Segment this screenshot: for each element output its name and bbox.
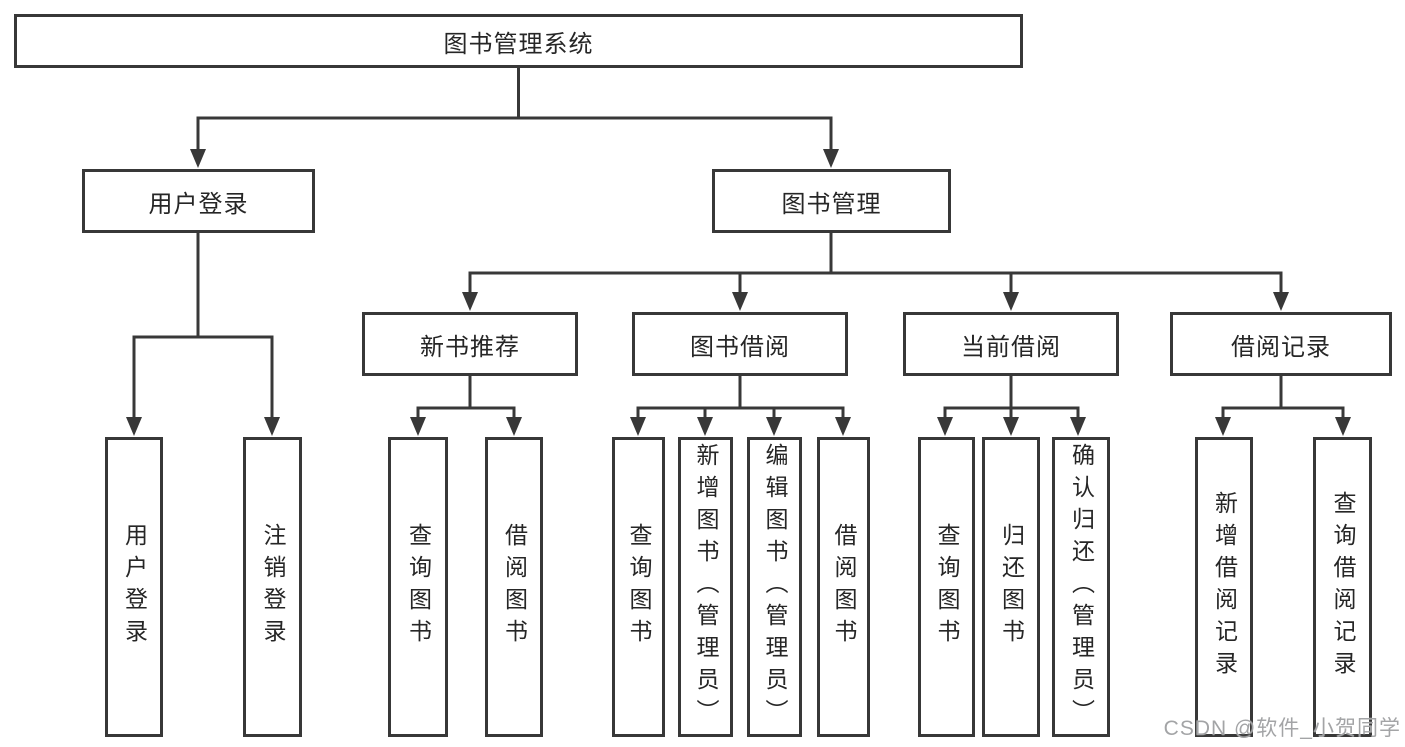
leaf-add-borrow-record-label: 新增借阅记录	[1211, 491, 1238, 683]
leaf-add-borrow-record: 新增借阅记录	[1195, 437, 1253, 737]
leaf-borrow-query-book-label: 查询图书	[626, 523, 652, 651]
node-current-borrow-label: 当前借阅	[961, 333, 1061, 361]
node-book-management-label: 图书管理	[781, 190, 882, 218]
node-new-book-recommend-label: 新书推荐	[420, 333, 520, 361]
leaf-return-book: 归还图书	[982, 437, 1040, 737]
leaf-confirm-return-admin: 确认归还（管理员）	[1052, 437, 1110, 737]
leaf-add-book-admin-label: 新增图书（管理员）	[693, 443, 719, 731]
node-current-borrow: 当前借阅	[903, 312, 1119, 376]
leaf-return-book-label: 归还图书	[998, 523, 1025, 651]
node-user-login: 用户登录	[82, 169, 315, 233]
leaf-recommend-query-book: 查询图书	[388, 437, 448, 737]
leaf-borrow-book: 借阅图书	[817, 437, 870, 737]
leaf-edit-book-admin: 编辑图书（管理员）	[747, 437, 802, 737]
leaf-recommend-borrow-book: 借阅图书	[485, 437, 543, 737]
leaf-logout-label: 注销登录	[260, 523, 286, 651]
leaf-recommend-query-book-label: 查询图书	[405, 523, 432, 651]
leaf-user-login-label: 用户登录	[121, 523, 148, 651]
leaf-current-query-book: 查询图书	[918, 437, 975, 737]
csdn-watermark: CSDN @软件_小贺同学	[1163, 717, 1401, 740]
node-root-label: 图书管理系统	[443, 30, 594, 58]
leaf-confirm-return-admin-label: 确认归还（管理员）	[1068, 443, 1095, 731]
leaf-query-borrow-record-label: 查询借阅记录	[1330, 491, 1356, 683]
leaf-add-book-admin: 新增图书（管理员）	[678, 437, 733, 737]
leaf-borrow-book-label: 借阅图书	[831, 523, 857, 651]
leaf-query-borrow-record: 查询借阅记录	[1313, 437, 1372, 737]
leaf-recommend-borrow-book-label: 借阅图书	[501, 523, 528, 651]
leaf-edit-book-admin-label: 编辑图书（管理员）	[762, 443, 788, 731]
node-root: 图书管理系统	[14, 14, 1023, 68]
node-new-book-recommend: 新书推荐	[362, 312, 578, 376]
node-book-borrow-label: 图书借阅	[690, 333, 790, 361]
node-borrow-records: 借阅记录	[1170, 312, 1392, 376]
node-borrow-records-label: 借阅记录	[1231, 333, 1331, 361]
node-book-borrow: 图书借阅	[632, 312, 848, 376]
leaf-user-login: 用户登录	[105, 437, 163, 737]
leaf-logout: 注销登录	[243, 437, 302, 737]
leaf-borrow-query-book: 查询图书	[612, 437, 665, 737]
leaf-current-query-book-label: 查询图书	[934, 523, 960, 651]
node-book-management: 图书管理	[712, 169, 951, 233]
node-user-login-label: 用户登录	[148, 190, 249, 218]
